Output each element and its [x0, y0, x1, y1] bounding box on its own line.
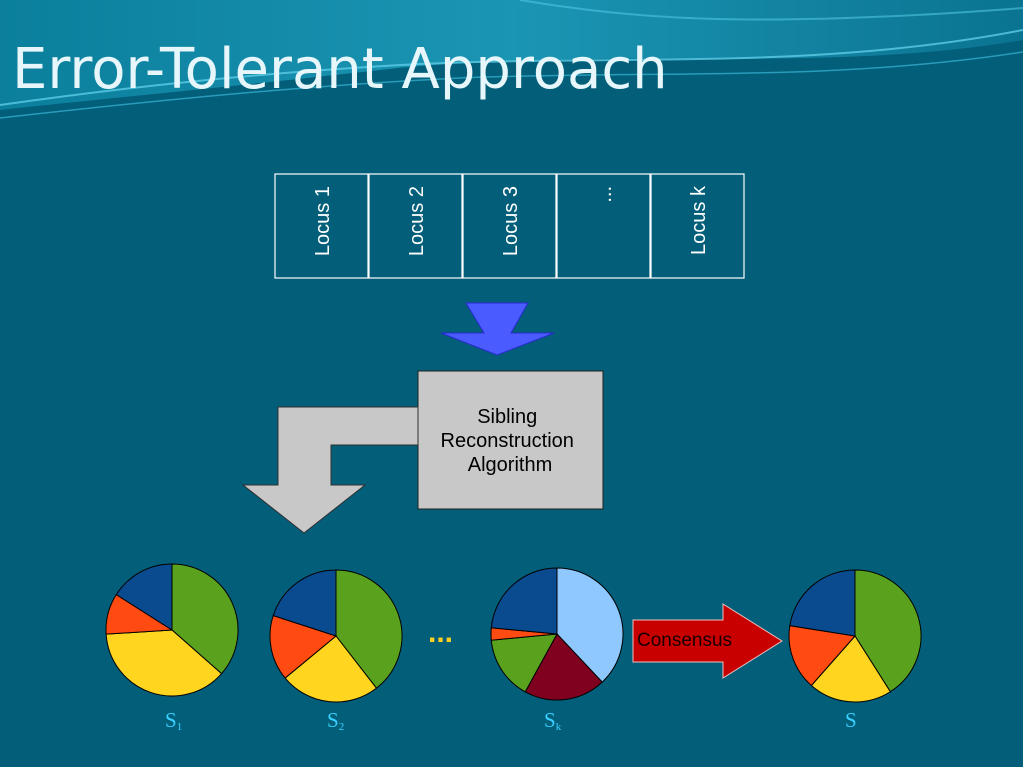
pie-charts: S1 S2 Sk S	[105, 563, 922, 733]
pie-slice	[490, 567, 558, 635]
pie-slice	[789, 569, 856, 637]
pie-slice	[284, 635, 378, 703]
pie-chart	[788, 569, 922, 703]
locus-label: Locus 1	[312, 186, 334, 256]
consensus-arrow	[632, 603, 783, 679]
pie-slice	[269, 614, 338, 679]
locus-box	[462, 173, 557, 279]
locus-box	[274, 173, 369, 279]
locus-box	[556, 173, 651, 279]
locus-label: Locus 2	[406, 186, 428, 256]
locus-box	[650, 173, 745, 279]
down-arrow	[440, 302, 555, 356]
consensus-label: Consensus	[637, 630, 732, 651]
pie-slice	[272, 569, 337, 637]
ellipsis: ...	[428, 616, 453, 649]
pie-chart	[105, 563, 239, 697]
pie-label: Sk	[544, 708, 562, 733]
pie-slice	[335, 569, 403, 689]
algorithm-box	[417, 370, 604, 510]
pie-slice	[556, 567, 624, 683]
pie-chart	[269, 569, 403, 703]
algorithm-label: Sibling Reconstruction Algorithm	[441, 406, 580, 476]
pie-slice	[105, 629, 223, 697]
slide-title: Error-Tolerant Approach	[12, 37, 668, 102]
header-waves	[0, 0, 1023, 119]
loci-row: Locus 1 Locus 2 Locus 3... Locus k	[274, 173, 745, 279]
pie-slice	[810, 635, 892, 703]
locus-label: ...	[594, 186, 616, 203]
pie-label: S	[845, 708, 857, 732]
locus-label: Locus k	[688, 185, 710, 255]
pie-slice	[171, 563, 239, 675]
locus-box	[368, 173, 463, 279]
pie-slice	[115, 563, 173, 631]
pie-slice	[524, 633, 603, 701]
pie-chart	[490, 567, 624, 701]
pie-label: S2	[327, 708, 344, 733]
bent-arrow	[241, 406, 419, 534]
pie-slice	[490, 633, 558, 693]
pie-slice	[788, 625, 856, 687]
pie-label: S1	[165, 708, 182, 733]
locus-label: Locus 3	[500, 186, 522, 256]
